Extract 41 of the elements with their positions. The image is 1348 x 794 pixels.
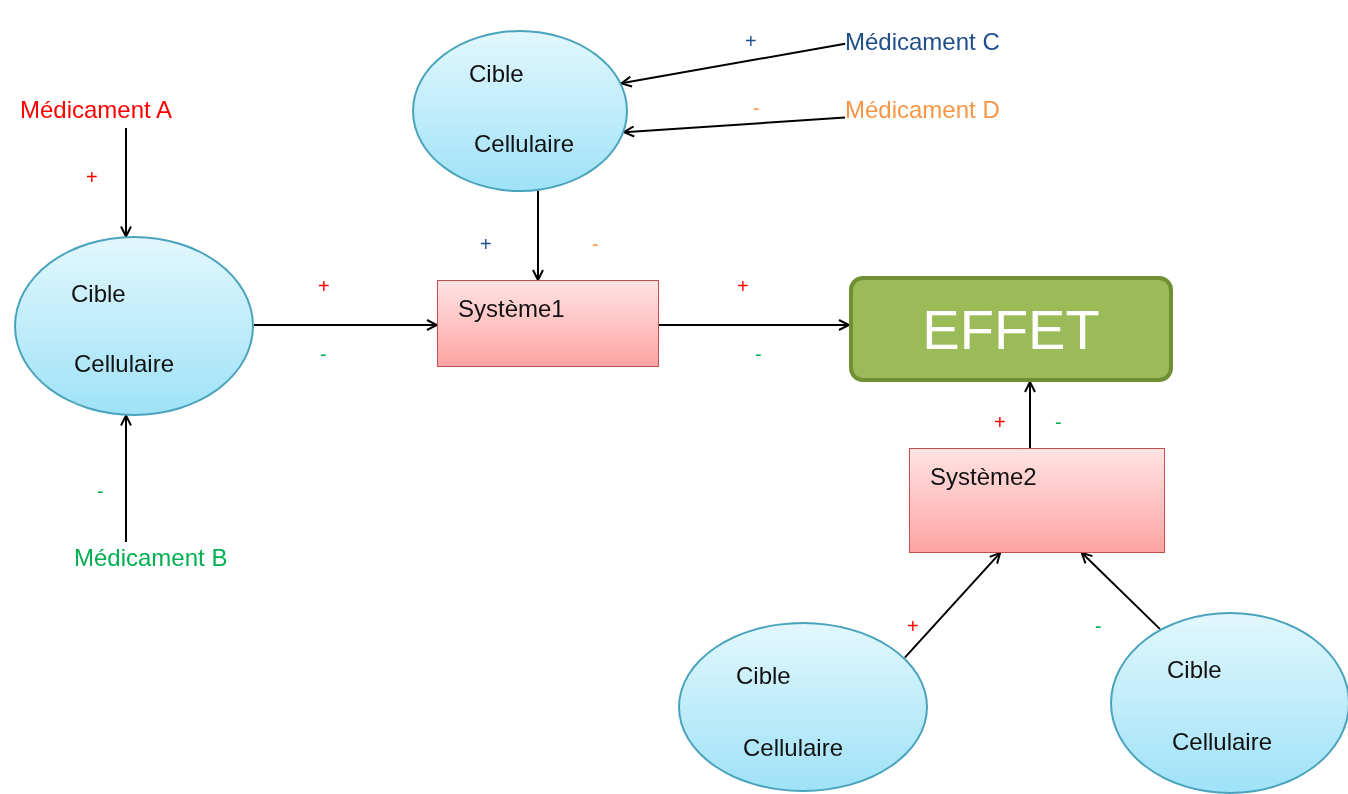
sign-label: + [480, 233, 492, 256]
sign-label: - [97, 480, 104, 503]
effect-label: EFFET [922, 296, 1100, 362]
ellipse-label: Cellulaire [1172, 728, 1273, 756]
sign-label: - [753, 97, 760, 120]
arrow [120, 414, 132, 543]
effect-box [849, 276, 1173, 382]
sign-label: + [994, 411, 1006, 434]
sign-label: + [737, 275, 749, 298]
box-label: Système1 [458, 295, 565, 323]
ellipse-label: Cible [736, 662, 791, 690]
drug-label: Médicament D [845, 96, 1000, 124]
sign-label: - [320, 343, 327, 366]
sign-label: - [755, 343, 762, 366]
drug-label: Médicament C [845, 28, 1000, 56]
box-label: Système2 [930, 463, 1037, 491]
drug-label: Médicament B [74, 544, 228, 572]
arrow [252, 319, 438, 331]
arrow [658, 319, 850, 331]
arrow [1080, 551, 1162, 631]
arrow [903, 551, 1002, 659]
system-box [437, 280, 659, 367]
ellipse-label: Cellulaire [74, 350, 175, 378]
ellipse-label: Cible [1167, 656, 1222, 684]
arrow [532, 189, 544, 281]
arrow [120, 127, 132, 238]
sign-label: + [745, 30, 757, 53]
sign-label: + [86, 166, 98, 189]
ellipse-label: Cible [71, 280, 126, 308]
sign-label: + [318, 275, 330, 298]
arrow [620, 42, 847, 88]
sign-label: - [592, 233, 599, 256]
arrow [1024, 381, 1036, 449]
sign-label: + [907, 615, 919, 638]
system-box [909, 448, 1165, 553]
ellipse-label: Cellulaire [743, 734, 844, 762]
drug-label: Médicament A [20, 96, 173, 124]
sign-label: - [1055, 411, 1062, 434]
sign-label: - [1095, 615, 1102, 638]
ellipse-label: Cible [469, 60, 524, 88]
ellipse-label: Cellulaire [474, 130, 575, 158]
